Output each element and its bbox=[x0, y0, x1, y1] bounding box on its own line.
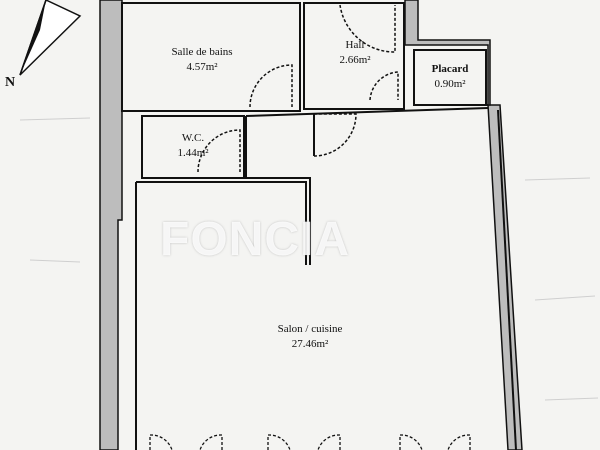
room-area: 4.57m² bbox=[186, 61, 218, 73]
room-name: Salle de bains bbox=[171, 46, 233, 58]
room-area: 0.90m² bbox=[434, 78, 466, 90]
room-name: Placard bbox=[431, 63, 469, 75]
hall-outline bbox=[303, 2, 405, 110]
salon-door-swing bbox=[313, 113, 357, 157]
window-swings bbox=[149, 434, 471, 450]
bathroom-outline bbox=[121, 2, 301, 112]
compass-north-label: N bbox=[5, 75, 16, 90]
wc-outline bbox=[141, 115, 245, 179]
room-name: Salon / cuisine bbox=[277, 323, 343, 335]
hall-door-swing bbox=[339, 4, 396, 53]
wc-door-swing bbox=[197, 129, 241, 173]
room-label-hall: Hall 2.66m² bbox=[320, 38, 390, 68]
room-label-bathroom: Salle de bains 4.57m² bbox=[152, 45, 252, 75]
hall-inner-door-swing bbox=[369, 71, 399, 101]
interior-walls bbox=[121, 2, 517, 450]
exterior-walls bbox=[99, 0, 523, 450]
room-label-wc: W.C. 1.44m² bbox=[160, 131, 226, 161]
room-area: 2.66m² bbox=[339, 54, 371, 66]
room-label-salon: Salon / cuisine 27.46m² bbox=[250, 322, 370, 352]
compass-icon bbox=[19, 0, 82, 76]
room-area: 27.46m² bbox=[291, 338, 329, 350]
paper-texture bbox=[19, 117, 599, 401]
watermark-logo: FONCIA bbox=[160, 213, 350, 266]
room-area: 1.44m² bbox=[177, 147, 209, 159]
bathroom-door-swing bbox=[249, 64, 293, 108]
room-name: W.C. bbox=[181, 132, 205, 144]
door-swings bbox=[197, 4, 399, 173]
room-label-closet: Placard 0.90m² bbox=[416, 62, 484, 92]
room-name: Hall bbox=[345, 39, 365, 51]
